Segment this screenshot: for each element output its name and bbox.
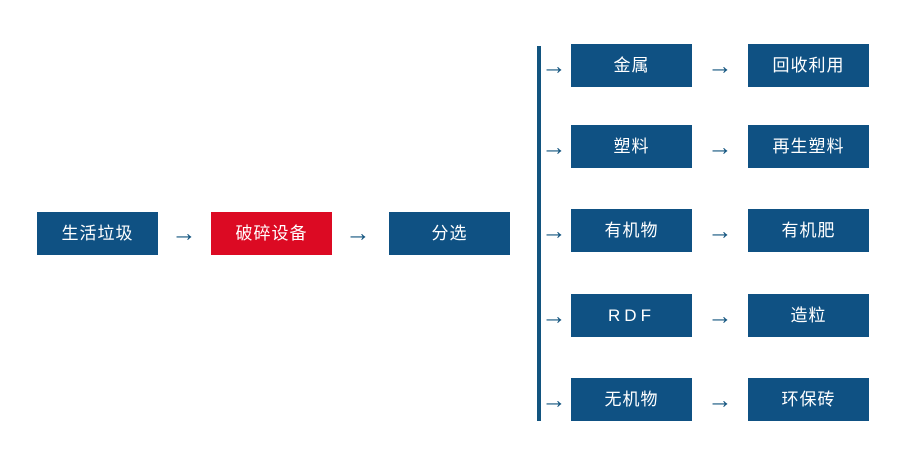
node-fraction-plastic: 塑料 bbox=[571, 125, 692, 168]
node-product-pelletizing: 造粒 bbox=[748, 294, 869, 337]
branch-arrow-icon-metal: → bbox=[541, 51, 567, 80]
node-fraction-organic: 有机物 bbox=[571, 209, 692, 252]
branch-arrow-icon-rdf: → bbox=[541, 301, 567, 330]
node-product-recycling: 回收利用 bbox=[748, 44, 869, 87]
arrow-icon-input-to-crusher: → bbox=[171, 218, 197, 247]
node-input: 生活垃圾 bbox=[37, 212, 158, 255]
node-fraction-metal: 金属 bbox=[571, 44, 692, 87]
node-sorting: 分选 bbox=[389, 212, 510, 255]
arrow-icon-inorganic-to-product: → bbox=[707, 385, 733, 414]
arrow-icon-organic-to-product: → bbox=[707, 216, 733, 245]
arrow-icon-metal-to-product: → bbox=[707, 51, 733, 80]
arrow-icon-crusher-to-sorting: → bbox=[345, 218, 371, 247]
node-product-recycled-plastic: 再生塑料 bbox=[748, 125, 869, 168]
branch-arrow-icon-inorganic: → bbox=[541, 385, 567, 414]
node-fraction-inorganic: 无机物 bbox=[571, 378, 692, 421]
node-product-organic-fertilizer: 有机肥 bbox=[748, 209, 869, 252]
node-fraction-rdf: RDF bbox=[571, 294, 692, 337]
node-crusher: 破碎设备 bbox=[211, 212, 332, 255]
branch-spine-line bbox=[537, 46, 541, 421]
branch-arrow-icon-organic: → bbox=[541, 216, 567, 245]
node-product-eco-brick: 环保砖 bbox=[748, 378, 869, 421]
arrow-icon-rdf-to-product: → bbox=[707, 301, 733, 330]
branch-arrow-icon-plastic: → bbox=[541, 132, 567, 161]
arrow-icon-plastic-to-product: → bbox=[707, 132, 733, 161]
